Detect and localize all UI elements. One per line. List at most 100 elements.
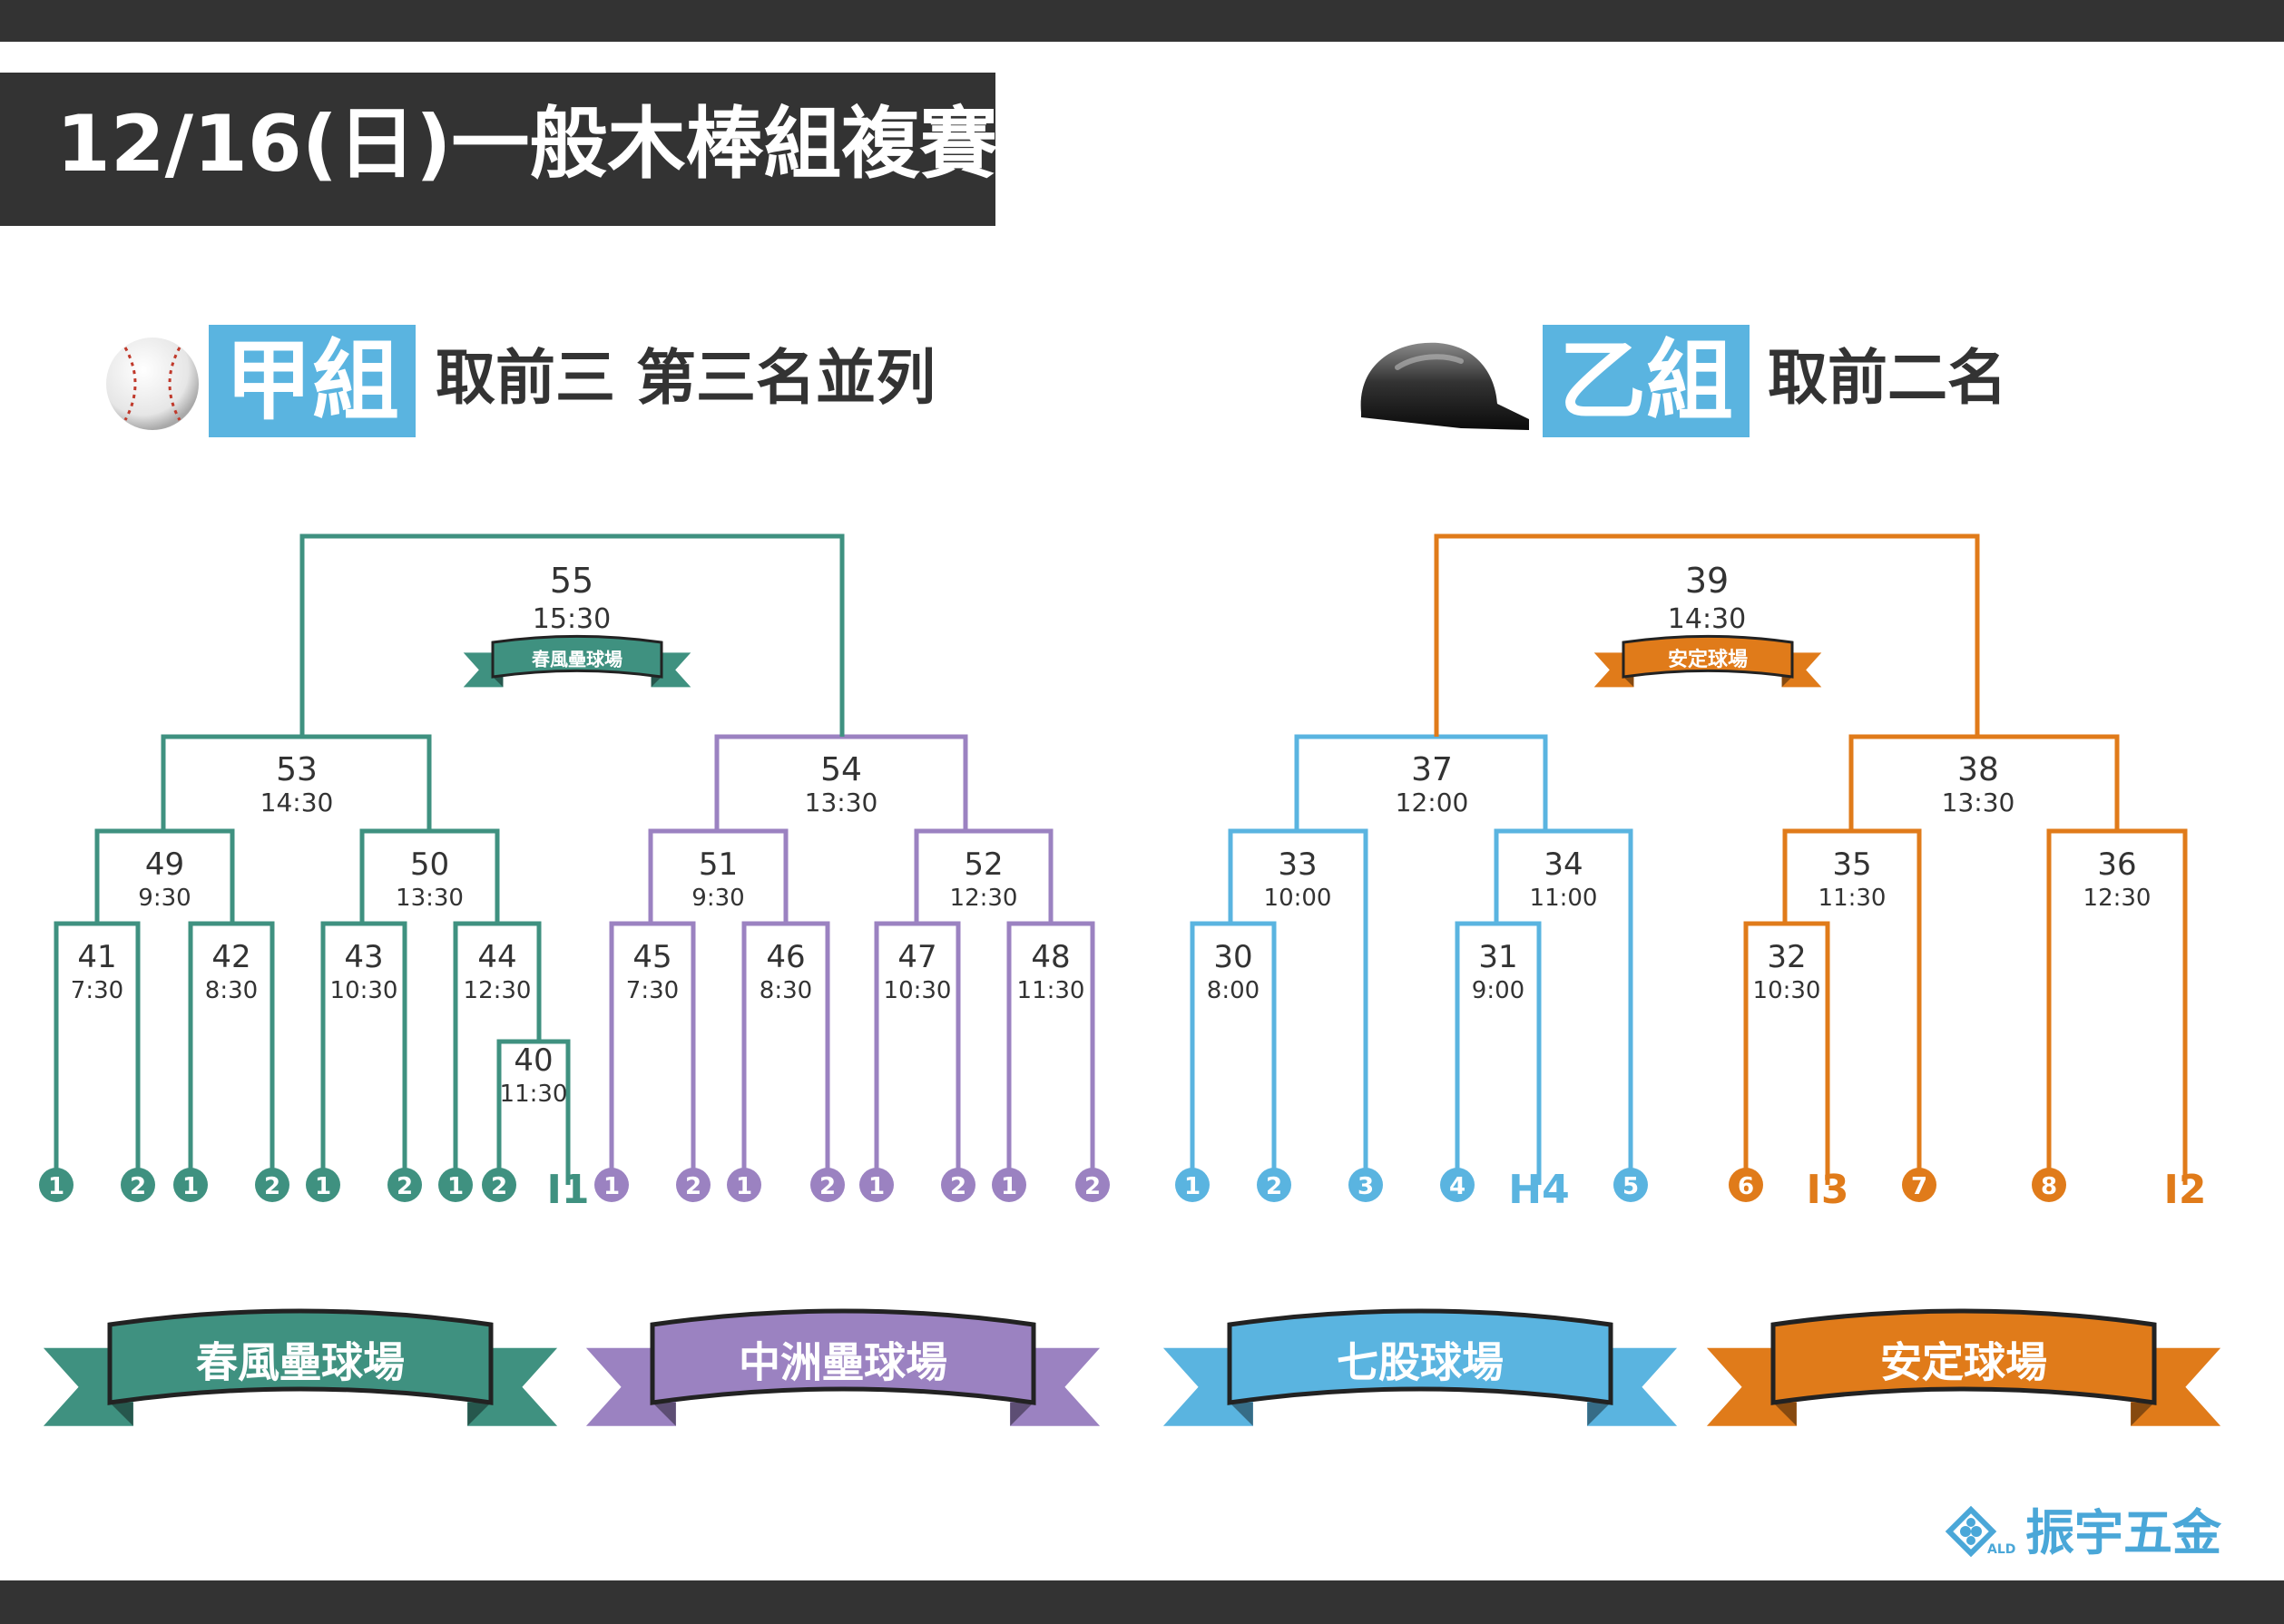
a-seed-0-label: 1: [48, 1173, 64, 1200]
b-r1-30-game-time: 8:00: [1207, 977, 1260, 1004]
a-seed-4-badge: [306, 1168, 340, 1202]
b-seed-5-badge: [1613, 1168, 1648, 1202]
a-r1-44-game-time: 12:30: [464, 977, 532, 1004]
b-qf-35-game-time: 11:30: [1818, 885, 1887, 912]
venue-ribbon-1-part: [652, 1403, 676, 1426]
a-r1-46-game-time: 8:30: [760, 977, 812, 1004]
b-seed-0-label: 1: [1184, 1173, 1201, 1200]
b-r1-31-game-number: 31: [1478, 939, 1517, 975]
b-qf-36-game-number: 36: [2097, 846, 2136, 883]
b-qf-33-game-number: 33: [1278, 846, 1317, 883]
b-qf-33-game-time: 10:00: [1264, 885, 1332, 912]
venue-ribbon-1-part: [650, 1308, 1036, 1405]
page-title: 12/16(日)一般木棒組複賽: [56, 99, 998, 190]
b-r1-bracket-30: [1190, 921, 1277, 1185]
b-qf-34-game-time: 11:00: [1530, 885, 1598, 912]
b-qf-35-game-number: 35: [1832, 846, 1871, 883]
a-seed-8-label: I1: [547, 1167, 590, 1213]
b-seed-3-label: 4: [1449, 1173, 1465, 1200]
a-sf-53-game-number: 53: [276, 751, 318, 788]
a-seed-12-badge: [810, 1168, 845, 1202]
group-b-label: 乙組: [1543, 325, 1750, 437]
a-qf-50-game-time: 13:30: [396, 885, 464, 912]
b-seed-0-badge: [1175, 1168, 1210, 1202]
a-seed-16-badge: [1075, 1168, 1110, 1202]
a-qf-bracket-52: [914, 828, 1054, 924]
a-seed-1-badge: [121, 1168, 155, 1202]
a-seed-7-label: 2: [491, 1173, 507, 1200]
b-final-venue-ribbon: 安定球場: [1593, 634, 1822, 688]
a-seed-4-label: 1: [315, 1173, 331, 1200]
top-bar: [0, 0, 2284, 42]
venue-ribbon-1: 中洲壘球場: [585, 1308, 1101, 1426]
a-seed-10-badge: [676, 1168, 711, 1202]
venue-ribbon-1-part: [1010, 1403, 1034, 1426]
a-sf-bracket-53: [161, 734, 432, 831]
logo-text: 振宇五金: [2025, 1504, 2221, 1561]
b-seed-3-badge: [1440, 1168, 1475, 1202]
b-seed-2-badge: [1348, 1168, 1383, 1202]
a-seed-1-label: 2: [130, 1173, 146, 1200]
b-seed-10-label: I2: [2164, 1167, 2207, 1213]
a-playin-bracket: [496, 1039, 571, 1185]
a-seed-3-badge: [255, 1168, 289, 1202]
b-sf-bracket-38: [1848, 734, 2120, 831]
a-seed-7-badge: [482, 1168, 516, 1202]
venue-ribbon-0-part: [467, 1403, 491, 1426]
bottom-bar: [0, 1580, 2284, 1624]
venue-ribbon-3: 安定球場: [1706, 1308, 2221, 1426]
a-seed-14-badge: [941, 1168, 975, 1202]
a-seed-6-label: 1: [447, 1173, 464, 1200]
a-seed-3-label: 2: [264, 1173, 280, 1200]
a-final-game-time: 15:30: [533, 603, 611, 635]
a-r1-41-game-time: 7:30: [71, 977, 123, 1004]
a-r1-42-game-time: 8:30: [205, 977, 258, 1004]
b-sf-37-game-time: 12:00: [1396, 788, 1469, 817]
b-sf-37-game-number: 37: [1411, 751, 1453, 788]
b-final-game-number: 39: [1685, 561, 1729, 601]
b-final-venue-ribbon-part: [1623, 677, 1634, 688]
venue-ribbon-2-label: 七股球場: [1337, 1338, 1504, 1387]
venue-ribbon-2-part: [1227, 1308, 1613, 1405]
b-sf-38-game-time: 13:30: [1942, 788, 2015, 817]
b-seed-5-label: 5: [1622, 1173, 1639, 1200]
a-r1-47-game-number: 47: [897, 939, 936, 975]
venue-ribbon-0: 春風壘球場: [43, 1308, 558, 1426]
a-seed-0-badge: [39, 1168, 74, 1202]
a-final-bracket: [299, 533, 845, 737]
b-sf-38-game-number: 38: [1957, 751, 1999, 788]
a-final-game-number: 55: [550, 561, 593, 601]
venue-ribbon-0-part: [107, 1308, 494, 1405]
a-final-venue-ribbon: 春風壘球場: [463, 634, 691, 688]
svg-text:ALD: ALD: [1987, 1542, 2015, 1557]
b-final-venue-ribbon-label: 安定球場: [1668, 648, 1748, 671]
a-seed-5-label: 2: [397, 1173, 413, 1200]
a-seed-13-label: 1: [868, 1173, 885, 1200]
a-seed-11-label: 1: [736, 1173, 752, 1200]
a-qf-49-game-number: 49: [145, 846, 184, 883]
b-seed-6-badge: [1729, 1168, 1763, 1202]
b-seed-6-label: 6: [1738, 1173, 1754, 1200]
b-r1-31-game-time: 9:00: [1472, 977, 1524, 1004]
a-qf-52-game-time: 12:30: [950, 885, 1018, 912]
a-r1-43-game-time: 10:30: [330, 977, 398, 1004]
a-final-venue-ribbon-part: [651, 677, 662, 688]
hardware-logo-icon: ALD: [1945, 1505, 2015, 1558]
b-final-game-time: 14:30: [1668, 603, 1746, 635]
b-seed-4-label: H4: [1508, 1167, 1569, 1213]
group-b-note: 取前二名: [1768, 343, 2007, 413]
a-qf-49-game-time: 9:30: [138, 885, 191, 912]
a-seed-10-label: 2: [685, 1173, 701, 1200]
b-seed-9-badge: [2032, 1168, 2066, 1202]
a-r1-48-game-time: 11:30: [1017, 977, 1085, 1004]
b-seed-7-label: I3: [1807, 1167, 1849, 1213]
b-seed-1-badge: [1257, 1168, 1291, 1202]
baseball-icon: [106, 338, 199, 430]
b-qf-34-game-number: 34: [1544, 846, 1583, 883]
venue-ribbon-3-part: [1773, 1403, 1797, 1426]
a-seed-16-label: 2: [1084, 1173, 1101, 1200]
b-qf-36-game-time: 12:30: [2083, 885, 2152, 912]
b-final-venue-ribbon-part: [1622, 634, 1794, 679]
a-seed-15-label: 1: [1001, 1173, 1017, 1200]
